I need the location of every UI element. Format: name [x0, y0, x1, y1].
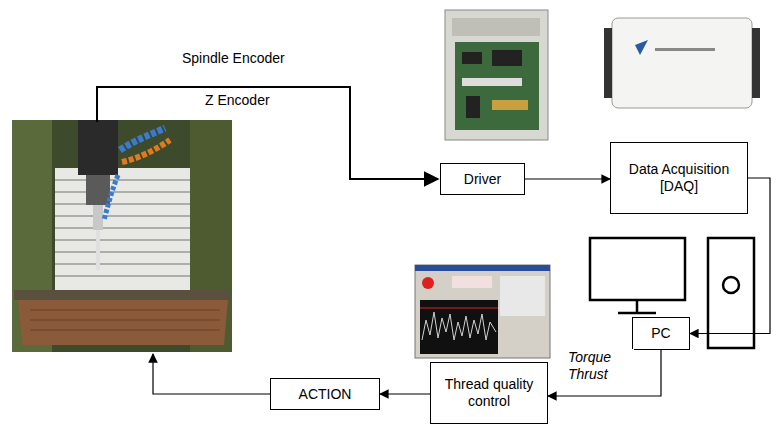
signal-label: Spindle Encoder: [182, 50, 285, 67]
encoder-wire: [97, 87, 438, 179]
process-box: ACTION: [270, 378, 380, 410]
box-label: PC: [651, 325, 670, 342]
process-box: Driver: [440, 163, 525, 195]
signal-arrow: [380, 393, 430, 394]
milling-machine-photo: [12, 120, 232, 352]
signal-arrow: [525, 178, 610, 179]
process-box: PC: [632, 317, 690, 350]
driver-photo: [445, 10, 548, 140]
box-label: Thread quality control: [437, 376, 541, 410]
signal-label: Z Encoder: [205, 92, 270, 109]
signal-arrow: [548, 350, 661, 396]
quality-monitor-screenshot: [415, 265, 550, 358]
box-label: Driver: [464, 171, 501, 188]
process-box: Data Acquisition [DAQ]: [610, 142, 748, 214]
process-box: Thread quality control: [430, 362, 548, 424]
box-label: ACTION: [299, 386, 352, 403]
box-label: Data Acquisition [DAQ]: [617, 161, 741, 195]
signal-label: Torque Thrust: [566, 349, 634, 383]
feedback-wire: [153, 354, 270, 394]
daq-device-photo: [604, 18, 760, 108]
